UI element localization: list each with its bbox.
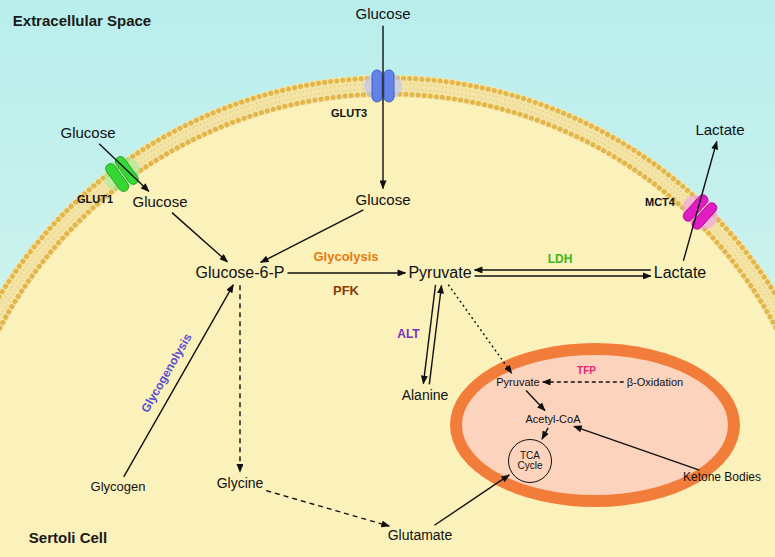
reaction-arrow [172, 213, 227, 262]
region-label: PFK [333, 283, 359, 298]
lipid-tails [0, 89, 775, 557]
label-text: Extracellular Space [13, 12, 151, 29]
metabolite: Glycine [217, 475, 264, 491]
metabolite-name: Glucose-6-P [196, 264, 285, 281]
metabolite: Glucose [355, 191, 410, 208]
reaction-arrow [543, 381, 624, 382]
lipid-heads [0, 94, 775, 557]
reaction-arrow [382, 26, 383, 189]
enzyme-name: LDH [548, 252, 573, 266]
reaction-arrow [99, 144, 149, 192]
metabolite: Pyruvate [408, 264, 471, 282]
region-label: GLUT3 [331, 107, 367, 119]
metabolite: Glucose [60, 124, 115, 141]
metabolite: Pyruvate [496, 376, 539, 389]
glut1-transporter [97, 150, 147, 198]
metabolite-name: Lactate [695, 121, 744, 138]
metabolite-name: Glutamate [388, 527, 453, 543]
reaction-arrow [475, 275, 651, 276]
region-label: MCT4 [645, 196, 675, 208]
membrane-band [0, 86, 775, 557]
metabolite-name: TCA Cycle [509, 451, 551, 472]
metabolite: Lactate [654, 264, 706, 282]
metabolite: Alanine [402, 387, 449, 403]
metabolite-name: Alanine [402, 387, 449, 403]
reaction-arrow [124, 285, 234, 477]
metabolite-name: Glucose [60, 124, 115, 141]
label-text: PFK [333, 283, 359, 298]
enzyme-name: TFP [577, 365, 596, 376]
metabolite-name: β-Oxidation [627, 376, 683, 388]
metabolite-name: Glucose [132, 193, 187, 210]
enzyme-label: ALT [397, 327, 419, 341]
metabolite-name: Ketone Bodies [683, 470, 761, 484]
metabolite-name: Lactate [654, 264, 706, 281]
region-label: Sertoli Cell [29, 529, 107, 546]
metabolite: Ketone Bodies [683, 471, 761, 485]
metabolite: β-Oxidation [627, 376, 683, 389]
enzyme-name: Glycolysis [313, 249, 378, 264]
enzyme-label: TFP [577, 365, 596, 376]
reaction-arrow [683, 142, 716, 261]
metabolite-name: Glucose [355, 5, 410, 22]
reaction-arrow [287, 272, 405, 273]
lipid-tails [0, 84, 775, 557]
metabolite: Glucose [355, 5, 410, 22]
label-text: GLUT3 [331, 107, 367, 119]
reaction-arrow [475, 269, 651, 270]
region-label: Extracellular Space [13, 12, 151, 29]
metabolite-name: Pyruvate [496, 376, 539, 388]
metabolite: Glucose-6-P [196, 264, 285, 282]
label-text: GLUT1 [77, 193, 113, 205]
enzyme-label: Glycolysis [313, 249, 378, 264]
metabolite: Glutamate [388, 527, 453, 543]
metabolite: Glycogen [91, 480, 146, 495]
metabolite-name: Glucose [355, 191, 410, 208]
mct4-transporter [675, 187, 725, 236]
metabolite-name: Glycogen [91, 479, 146, 494]
region-label: GLUT1 [77, 193, 113, 205]
reaction-arrow [448, 285, 511, 374]
metabolite: Glucose [132, 193, 187, 210]
lipid-heads [0, 78, 775, 557]
label-text: Sertoli Cell [29, 529, 107, 546]
enzyme-name: ALT [397, 327, 419, 341]
metabolite: Lactate [695, 121, 744, 138]
reaction-arrow [434, 475, 509, 525]
label-text: MCT4 [645, 196, 675, 208]
reaction-arrow [239, 285, 240, 472]
reaction-arrow [574, 426, 699, 470]
reaction-arrow [526, 390, 545, 410]
cycle-circle: TCA Cycle [508, 439, 552, 483]
metabolite-name: Glycine [217, 475, 264, 491]
enzyme-label: LDH [548, 252, 573, 266]
metabolite-name: Pyruvate [408, 264, 471, 281]
cytoplasm [0, 75, 775, 557]
reaction-arrow [266, 491, 389, 527]
reaction-arrow [423, 285, 435, 384]
reaction-arrow [429, 286, 441, 385]
reaction-arrow [542, 428, 548, 439]
metabolite: Acetyl-CoA [525, 413, 580, 426]
metabolite-name: Acetyl-CoA [525, 413, 580, 425]
